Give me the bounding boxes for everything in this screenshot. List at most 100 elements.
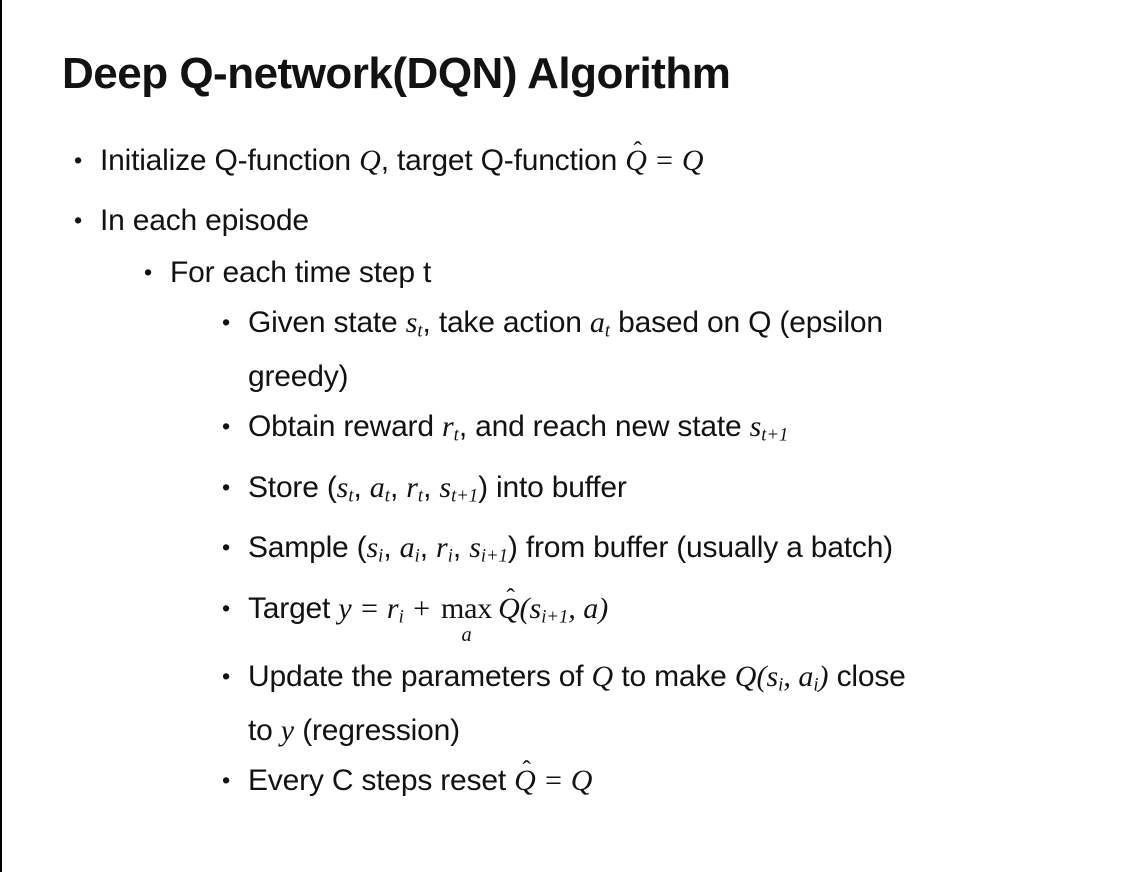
math-var: s bbox=[336, 470, 349, 504]
math-var: Q bbox=[359, 144, 381, 178]
math-subscript: t+1 bbox=[451, 485, 479, 507]
text-run: close bbox=[828, 659, 906, 693]
text-run: Sample ( bbox=[248, 531, 367, 565]
text-run: , bbox=[419, 531, 437, 565]
text-run: based on Q (epsilon bbox=[610, 306, 883, 340]
bullet-item: • Initialize Q-function Q, target Q-funct… bbox=[0, 136, 1124, 183]
bullet-marker: • bbox=[74, 147, 82, 174]
hat-accent: ˆ bbox=[506, 583, 515, 613]
math-subscript: t bbox=[604, 321, 611, 343]
text-run: Initialize Q-function bbox=[100, 144, 360, 178]
bullet-item: • Sample (si, ai, ri, si+1) from buffer (… bbox=[0, 525, 1124, 579]
bullet-item: •Update the parameters of Q to make Q(si… bbox=[0, 654, 1124, 753]
hat-accent: ˆ bbox=[633, 135, 642, 165]
bullet-item: • For each time step t bbox=[0, 250, 1124, 295]
math-var: s bbox=[439, 470, 452, 504]
math-var: r bbox=[441, 410, 454, 444]
text-run: In each episode bbox=[100, 204, 309, 238]
bullet-content: Initialize Q-function Q, target Q-functi… bbox=[100, 136, 1124, 183]
bullet-item: • In each episode bbox=[0, 198, 1124, 243]
math-subscript: i+1 bbox=[541, 606, 569, 628]
text-run: to make bbox=[613, 659, 735, 693]
math-var: s bbox=[529, 591, 542, 625]
math-var: + bbox=[403, 591, 440, 625]
hat-accent: ˆ bbox=[522, 754, 531, 784]
bullet-marker: • bbox=[74, 207, 82, 234]
bullet-item: • Obtain reward rt, and reach new state s… bbox=[0, 404, 1124, 458]
bullet-list: • Initialize Q-function Q, target Q-funct… bbox=[0, 136, 1124, 803]
math-var: a bbox=[369, 470, 385, 504]
bullet-item: •Store (st, at, rt, st+1) into buffer bbox=[0, 465, 1124, 519]
math-subscript: i bbox=[378, 545, 384, 567]
text-run: Store ( bbox=[248, 470, 337, 504]
text-run: ) from buffer (usually a batch) bbox=[507, 531, 893, 565]
math-subscript: t bbox=[384, 485, 390, 507]
math-operator: max bbox=[441, 591, 493, 625]
text-run: , bbox=[353, 470, 370, 504]
math-subscript: t bbox=[348, 485, 354, 507]
text-run: Given state bbox=[248, 306, 406, 340]
bullet-content: In each episode bbox=[100, 198, 1124, 243]
math-subscript: t bbox=[417, 485, 424, 507]
math-var: r bbox=[436, 531, 448, 565]
text-run: For each time step t bbox=[170, 256, 432, 290]
bullet-marker: • bbox=[222, 413, 230, 440]
math-var: , a) bbox=[568, 591, 609, 625]
math-var: = bbox=[351, 591, 387, 625]
bullet-content: Update the parameters of Q to make Q(si,… bbox=[248, 654, 1124, 753]
math-subscript: i bbox=[398, 606, 404, 628]
math-var: s bbox=[469, 531, 481, 565]
math-var: Q(s bbox=[734, 659, 779, 693]
bullet-marker: • bbox=[222, 473, 230, 500]
text-run: Every C steps reset bbox=[248, 763, 515, 797]
math-var: ) bbox=[818, 659, 829, 693]
math-var: = Q bbox=[646, 144, 704, 178]
math-subscript: t bbox=[453, 424, 459, 446]
bullet-marker: • bbox=[222, 309, 230, 336]
text-run: ) into buffer bbox=[478, 470, 627, 504]
text-run: , and reach new state bbox=[458, 410, 750, 444]
text-run: , bbox=[383, 531, 400, 565]
math-subscript: i+1 bbox=[480, 545, 508, 567]
math-var: ( bbox=[519, 591, 530, 625]
math-var: y bbox=[338, 591, 352, 625]
bullet-item: • Given state st, take action at based on… bbox=[0, 300, 1124, 399]
slide-left-border bbox=[0, 0, 2, 872]
bullet-content: Sample (si, ai, ri, si+1) from buffer (u… bbox=[248, 525, 1124, 579]
math-var: , a bbox=[783, 659, 814, 693]
math-var: = Q bbox=[535, 763, 593, 797]
bullet-content: For each time step t bbox=[170, 250, 1124, 295]
math-var: a bbox=[589, 306, 605, 340]
math-var: a bbox=[399, 531, 415, 565]
math-var: y bbox=[280, 713, 295, 747]
bullet-marker: • bbox=[144, 259, 152, 286]
text-run: Target bbox=[248, 591, 339, 625]
text-run: to bbox=[248, 713, 281, 747]
text-run: Update the parameters of bbox=[248, 659, 592, 693]
math-var: s bbox=[749, 410, 762, 444]
bullet-marker: • bbox=[222, 662, 230, 689]
bullet-content: Obtain reward rt, and reach new state st… bbox=[248, 404, 1124, 458]
math-subscript: i bbox=[813, 674, 819, 696]
math-hat-base: Q bbox=[498, 591, 520, 625]
math-var: r bbox=[386, 591, 399, 625]
math-var: Q bbox=[591, 659, 614, 693]
math-var: s bbox=[366, 531, 379, 565]
bullet-marker: • bbox=[222, 594, 230, 621]
text-run: , bbox=[452, 531, 470, 565]
bullet-content: Given state st, take action at based on … bbox=[248, 300, 1124, 399]
text-run: Obtain reward bbox=[248, 410, 442, 444]
text-run: greedy) bbox=[248, 360, 349, 394]
math-subscript: i bbox=[414, 545, 420, 567]
page-title: Deep Q-network(DQN) Algorithm bbox=[62, 49, 731, 98]
math-subscript: i bbox=[778, 674, 784, 696]
bullet-marker: • bbox=[222, 534, 230, 561]
